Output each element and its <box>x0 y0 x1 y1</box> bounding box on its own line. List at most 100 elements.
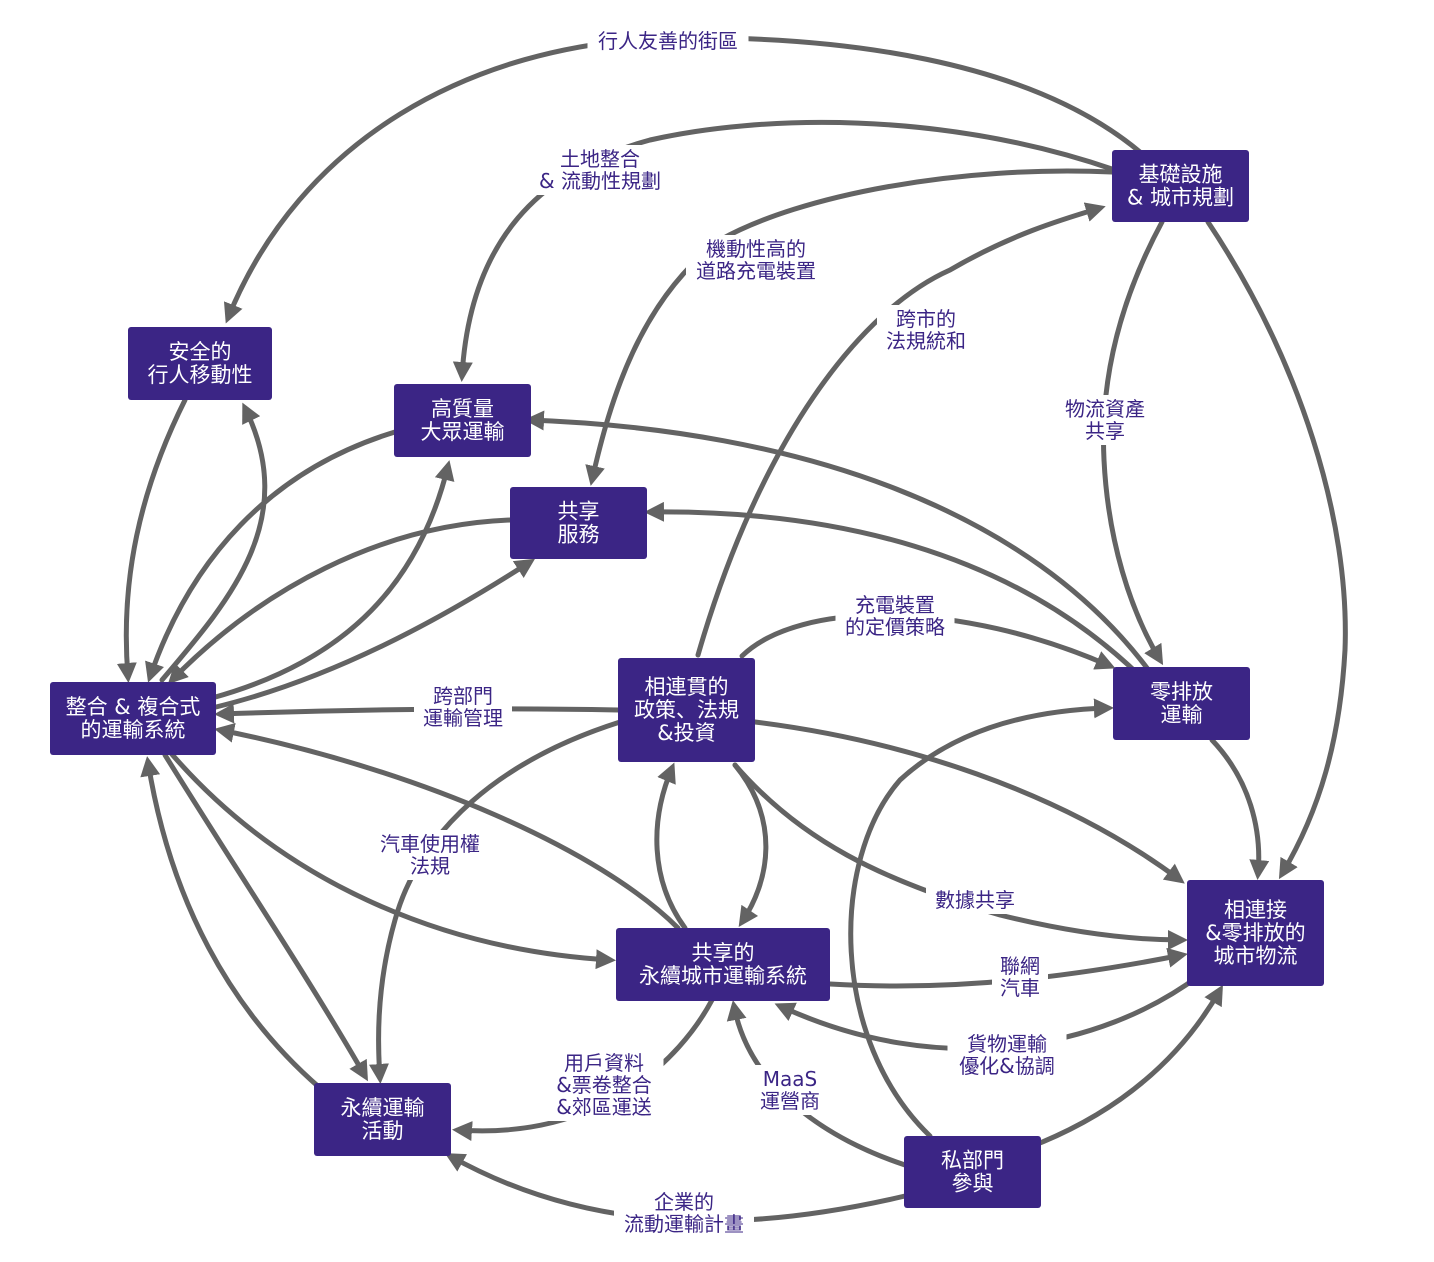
edge-label-land_use: 土地整合& 流動性規劃 <box>519 145 681 195</box>
node-label-zev: 零排放 <box>1150 680 1213 704</box>
edge-label-text-walkable: 行人友善的街區 <box>598 29 738 53</box>
edge-infra-logistics <box>1205 219 1348 880</box>
edge-label-walkable: 行人友善的街區 <box>587 27 749 55</box>
edge-label-text-user_data: &票卷整合 <box>556 1073 652 1097</box>
edge-label-text-freight: 優化&協調 <box>959 1054 1055 1078</box>
node-label-shared: 服務 <box>558 523 600 547</box>
node-label-zev: 運輸 <box>1161 703 1203 727</box>
edge-label-user_data: 用戶資料&票卷整合&郊區運送 <box>544 1049 664 1121</box>
node-box-private <box>904 1136 1041 1208</box>
edge-label-text-logistics_assets: 共享 <box>1085 419 1125 443</box>
edge-label-text-connected_car: 汽車 <box>1000 976 1040 1000</box>
edge-activity-integrated <box>140 756 323 1091</box>
node-label-logistics: 相連接 <box>1224 898 1287 922</box>
edge-label-text-charging_roads: 機動性高的 <box>706 237 806 261</box>
node-label-logistics: 城市物流 <box>1214 944 1298 968</box>
node-label-private: 參與 <box>952 1172 994 1196</box>
edge-label-text-land_use: 土地整合 <box>560 147 640 171</box>
edge-policy-infra <box>695 202 1106 658</box>
edge-policy-logistics <box>752 719 1185 884</box>
node-label-private: 私部門 <box>941 1149 1004 1173</box>
edge-label-text-car_rights: 汽車使用權 <box>380 832 480 856</box>
edge-label-text-corporate: 流動運輸計畫 <box>624 1212 744 1236</box>
edge-zev-transit <box>524 410 1153 675</box>
edge-private-logistics <box>1037 984 1223 1146</box>
edge-sharedsys-policy <box>654 762 688 931</box>
edge-integrated-transit <box>209 460 455 701</box>
edge-label-bg <box>741 1065 839 1115</box>
edge-zev-shared <box>644 501 1143 679</box>
edge-label-text-charging_pricing: 充電裝置 <box>855 593 935 617</box>
edge-infra-shared <box>585 168 1115 486</box>
node-label-activity: 永續運輸 <box>341 1096 425 1120</box>
node-label-infra: 基礎設施 <box>1139 163 1223 187</box>
node-infra: 基礎設施& 城市規劃 <box>1112 150 1249 222</box>
node-box-activity <box>314 1083 451 1156</box>
edge-label-text-data_sharing: 數據共享 <box>935 888 1015 912</box>
node-box-ped <box>128 327 272 400</box>
edge-label-text-logistics_assets: 物流資產 <box>1065 397 1145 421</box>
node-label-infra: & 城市規劃 <box>1127 186 1234 210</box>
edge-label-bg <box>587 27 749 55</box>
edge-infra-transit <box>452 119 1118 382</box>
node-label-integrated: 整合 & 複合式 <box>66 695 201 719</box>
edge-label-text-land_use: & 流動性規劃 <box>539 169 661 193</box>
node-label-policy: 相連貫的 <box>645 675 729 699</box>
edge-label-text-maas: MaaS <box>763 1067 817 1091</box>
node-label-shared_sys: 共享的 <box>692 941 755 965</box>
node-box-logistics <box>1187 880 1324 986</box>
node-label-transit: 高質量 <box>431 397 494 421</box>
node-label-shared: 共享 <box>558 500 600 524</box>
edge-shared-integrated <box>167 517 513 685</box>
edge-label-text-maas: 運營商 <box>760 1089 820 1113</box>
edge-label-text-cross_city: 法規統和 <box>886 329 966 353</box>
edge-label-text-connected_car: 聯網 <box>1000 954 1040 978</box>
node-label-shared_sys: 永續城市運輸系統 <box>639 964 807 988</box>
edge-policy-activity <box>369 719 623 1084</box>
edge-transit-integrated <box>145 429 398 683</box>
edge-label-bg <box>370 830 490 880</box>
edge-label-bg <box>414 682 512 732</box>
edge-label-bg <box>947 1030 1067 1080</box>
node-label-integrated: 的運輸系統 <box>81 718 186 742</box>
node-label-transit: 大眾運輸 <box>421 420 505 444</box>
edge-policy-sharedsys <box>732 762 769 927</box>
node-label-ped: 安全的 <box>169 340 232 364</box>
edge-zev-logistics <box>1209 737 1270 880</box>
edge-label-data_sharing: 數據共享 <box>926 886 1024 914</box>
node-label-ped: 行人移動性 <box>148 363 253 387</box>
edge-label-bg <box>877 305 975 355</box>
node-label-logistics: &零排放的 <box>1205 921 1305 945</box>
edge-label-bg <box>1056 395 1154 445</box>
edge-policy-integrated <box>214 703 621 724</box>
edge-label-text-cross_city: 跨市的 <box>896 307 956 331</box>
edges <box>116 35 1348 1224</box>
edge-label-text-freight: 貨物運輸 <box>967 1032 1047 1056</box>
edge-label-text-car_rights: 法規 <box>410 854 450 878</box>
node-label-activity: 活動 <box>362 1119 404 1143</box>
edge-label-bg <box>992 952 1048 1002</box>
node-box-integrated <box>50 682 216 755</box>
node-box-infra <box>1112 150 1249 222</box>
edge-label-bg <box>614 1188 754 1238</box>
node-box-transit <box>394 384 531 457</box>
node-box-shared_sys <box>616 928 830 1001</box>
